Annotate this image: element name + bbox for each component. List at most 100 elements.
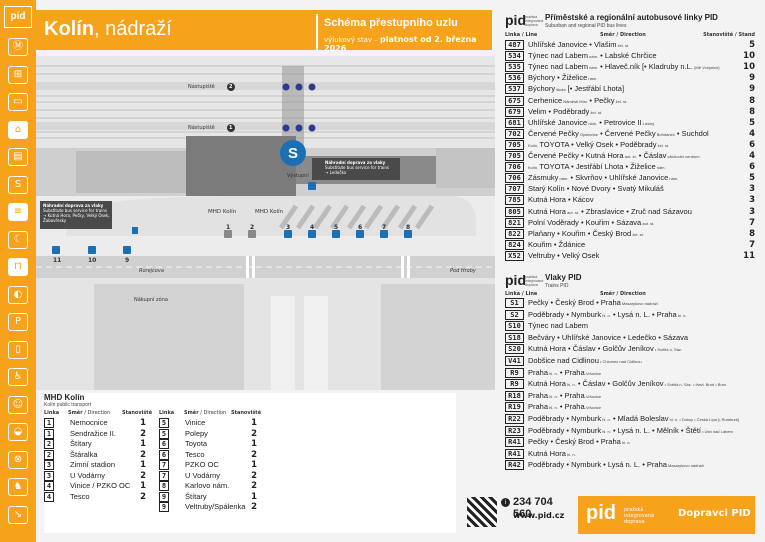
stand-9: 9 [125, 257, 130, 264]
destination: Karlovo nám. [185, 481, 230, 490]
line-badge: 7 [159, 460, 169, 470]
stand-number: 2 [251, 481, 257, 491]
route-description: Zásmuky nám. • Skvrňov • Uhlířské Janovi… [528, 173, 679, 183]
line-badge: S1 [505, 298, 524, 308]
line-badge: 705 [505, 139, 524, 150]
mhd-ramp-a: MHD Kolín [208, 209, 237, 215]
line-badge: 707 [505, 184, 524, 195]
stand-1: 1 [226, 224, 231, 231]
stand-5: 5 [334, 224, 339, 231]
regional-bus-icon: ⊓ [8, 258, 28, 276]
line-badge: 7 [159, 470, 169, 481]
mhd-ramp-b: MHD Kolín [255, 209, 284, 215]
line-row: 707 Starý Kolín • Nové Dvory • Svatý Miku… [505, 184, 755, 195]
regional-bus-table: pid pražská integrovaná doprava Příměsts… [505, 12, 755, 261]
line-badge: 805 [505, 206, 524, 217]
line-badge: 702 [505, 128, 524, 139]
stand-number: 2 [140, 449, 146, 460]
exit-label: Výstupní [287, 173, 309, 179]
route-description: Veltruby • Velký Osek [528, 250, 600, 260]
wheelchair-icon: ♿ [8, 368, 28, 386]
line-badge: 681 [505, 117, 524, 128]
line-badge: S10 [505, 321, 524, 332]
stand-10: 10 [88, 257, 97, 264]
street-rorejcova: Rorejcova [139, 268, 164, 274]
route-description: Kouřim • Ždánice [528, 239, 586, 249]
shopping-zone-label: Nákupní zóna [134, 297, 168, 303]
night-icon: ☾ [8, 230, 28, 249]
web-link[interactable]: www.pid.cz [513, 511, 565, 520]
stand-number: 10 [743, 51, 755, 62]
stand-8: 8 [406, 224, 411, 231]
route-description: Praha hl. n. • Praha-Vršovice [528, 402, 602, 412]
destination: Polepy [185, 428, 208, 438]
trains-title: Vlaky PID [545, 273, 582, 282]
bus-icon: ▭ [8, 93, 28, 111]
scheme-title-box: Schéma přestupního uzlu výlukový stav – … [316, 14, 492, 53]
route-description: Pečky • Český Brod • Praha Masarykovo ná… [528, 298, 658, 307]
station-map: S [36, 56, 495, 390]
line-badge: 537 [505, 84, 524, 95]
destination: Štítary [70, 439, 92, 448]
route-description: Poděbrady • Nymburk hl. n. • Mladá Boles… [528, 414, 739, 423]
destination: Veltruby/Spálenka [185, 502, 246, 511]
line-badge: 1 [44, 428, 54, 439]
phone-number[interactable]: 234 704 560 [513, 496, 553, 520]
route-description: Býchory • Žiželice nám. [528, 73, 598, 83]
stand-number: 1 [251, 418, 257, 428]
route-description: Týnec nad Labem [528, 321, 589, 331]
stand-number: 4 [749, 151, 755, 161]
dog-icon: ♞ [8, 478, 28, 496]
route-description: Kutná Hora • Čáslav • Golčův Jeníkov • S… [528, 344, 683, 354]
page-title: Kolín, nádraží [44, 18, 172, 40]
tram-icon: ⊞ [8, 65, 28, 84]
route-description: Pečky • Český Brod • Praha hl. n. [528, 437, 631, 447]
stand-number: 1 [140, 439, 146, 449]
stroller-icon: ◒ [8, 423, 28, 441]
mhd-subtitle: Kolín public transport [44, 402, 91, 408]
line-badge: 536 [505, 73, 524, 84]
stand-number: 7 [749, 217, 755, 228]
stand-number: 5 [749, 173, 755, 184]
pid-brand: pid [505, 12, 526, 28]
line-badge: 679 [505, 106, 524, 117]
stand-number: 4 [749, 128, 755, 139]
people-icon: ☺ [8, 395, 28, 414]
stand-number: 1 [251, 491, 257, 502]
scheme-title: Schéma přestupního uzlu [324, 17, 458, 29]
destination: Nemocnice [70, 418, 108, 427]
route-description: Starý Kolín • Nové Dvory • Svatý Mikuláš [528, 184, 664, 194]
stand-number: 2 [251, 428, 257, 439]
stand-number: 8 [749, 228, 755, 239]
stand-number: 8 [749, 106, 755, 117]
destination: PZKO OC [185, 460, 219, 469]
line-badge: 6 [159, 449, 169, 460]
ferry-icon: ≡ [8, 203, 28, 221]
line-badge: R18 [505, 390, 524, 401]
line-badge: 9 [159, 491, 169, 502]
platform-1-label: Nástupiště [188, 125, 215, 131]
